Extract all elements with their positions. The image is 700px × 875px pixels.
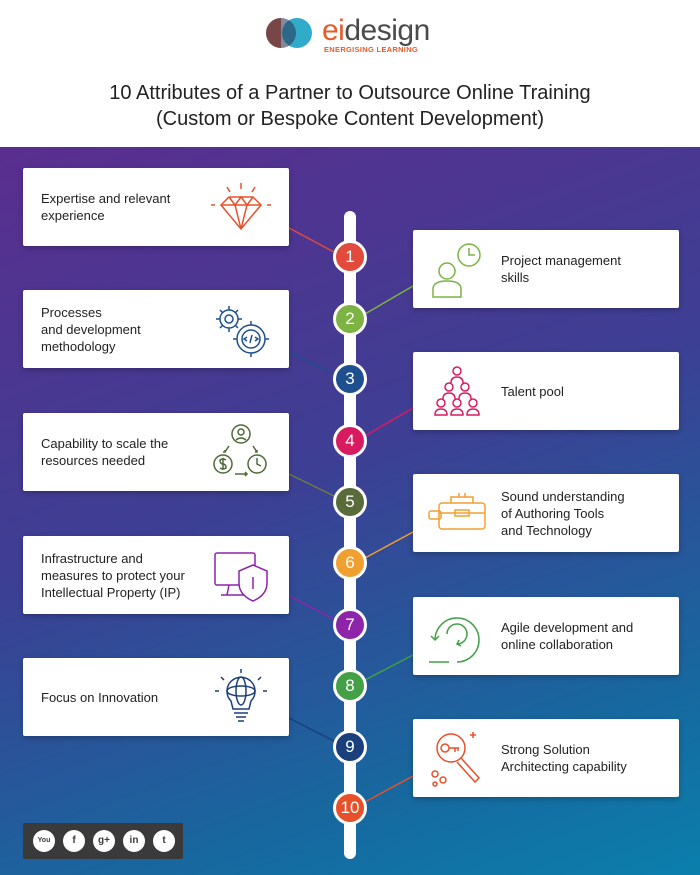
team-pyramid-icon [434, 366, 480, 416]
attribute-card-4: Talent pool [413, 352, 679, 430]
attribute-label: Agile development and online collaborati… [501, 620, 634, 652]
agile-cycle-icon [429, 617, 480, 663]
attribute-number-7: 7 [333, 608, 367, 642]
attribute-label: Project management skills [501, 253, 621, 285]
manager-clock-icon [432, 243, 481, 298]
attribute-label: Strong Solution Architecting capability [501, 742, 627, 774]
gears-code-icon [216, 306, 269, 357]
attribute-card-7: Infrastructure and measures to protect y… [23, 536, 289, 614]
resource-cycle-icon [213, 424, 267, 477]
attribute-card-8: Agile development and online collaborati… [413, 597, 679, 675]
attribute-number-1: 1 [333, 240, 367, 274]
attribute-number-2: 2 [333, 302, 367, 336]
attribute-number-4: 4 [333, 424, 367, 458]
attribute-label: Processes and development methodology [41, 304, 141, 354]
attribute-number-8: 8 [333, 669, 367, 703]
youtube-icon[interactable]: You [33, 830, 55, 852]
social-links-bar: You f g+ in t [23, 823, 183, 859]
attribute-number-3: 3 [333, 362, 367, 396]
logo-mark-icon [266, 18, 312, 48]
attribute-number-5: 5 [333, 485, 367, 519]
monitor-shield-icon [214, 552, 268, 602]
attribute-card-5: Capability to scale the resources needed [23, 413, 289, 491]
attribute-label: Infrastructure and measures to protect y… [41, 550, 185, 600]
google-plus-icon[interactable]: g+ [93, 830, 115, 852]
attribute-label: Expertise and relevant experience [41, 191, 171, 223]
lightbulb-icon [215, 669, 267, 722]
page-title: 10 Attributes of a Partner to Outsource … [0, 80, 700, 132]
attribute-number-6: 6 [333, 546, 367, 580]
attribute-card-9: Focus on Innovation [23, 658, 289, 736]
twitter-icon[interactable]: t [153, 830, 175, 852]
attribute-label: Talent pool [501, 383, 564, 399]
attribute-label: Sound understanding of Authoring Tools a… [501, 488, 625, 538]
title-line-1: 10 Attributes of a Partner to Outsource … [109, 82, 591, 104]
attribute-label: Capability to scale the resources needed [41, 436, 169, 468]
facebook-icon[interactable]: f [63, 830, 85, 852]
title-line-2: (Custom or Bespoke Content Development) [156, 108, 544, 130]
attribute-card-6: Sound understanding of Authoring Tools a… [413, 474, 679, 552]
header: eidesign ENERGISING LEARNING 10 Attribut… [0, 0, 700, 147]
toolbox-icon [428, 493, 486, 530]
attribute-card-3: Processes and development methodology [23, 290, 289, 368]
magnifier-key-icon [431, 732, 481, 787]
brand-name: eidesign [322, 14, 430, 47]
attribute-label: Focus on Innovation [41, 689, 159, 705]
attribute-card-2: Project management skills [413, 230, 679, 308]
brand-tagline: ENERGISING LEARNING [324, 45, 419, 54]
attribute-card-10: Strong Solution Architecting capability [413, 719, 679, 797]
diamond-icon [211, 183, 271, 231]
linkedin-icon[interactable]: in [123, 830, 145, 852]
attribute-card-1: Expertise and relevant experience [23, 168, 289, 246]
attribute-number-10: 10 [333, 791, 367, 825]
eidesign-logo[interactable]: eidesign ENERGISING LEARNING [264, 14, 444, 56]
attribute-number-9: 9 [333, 730, 367, 764]
